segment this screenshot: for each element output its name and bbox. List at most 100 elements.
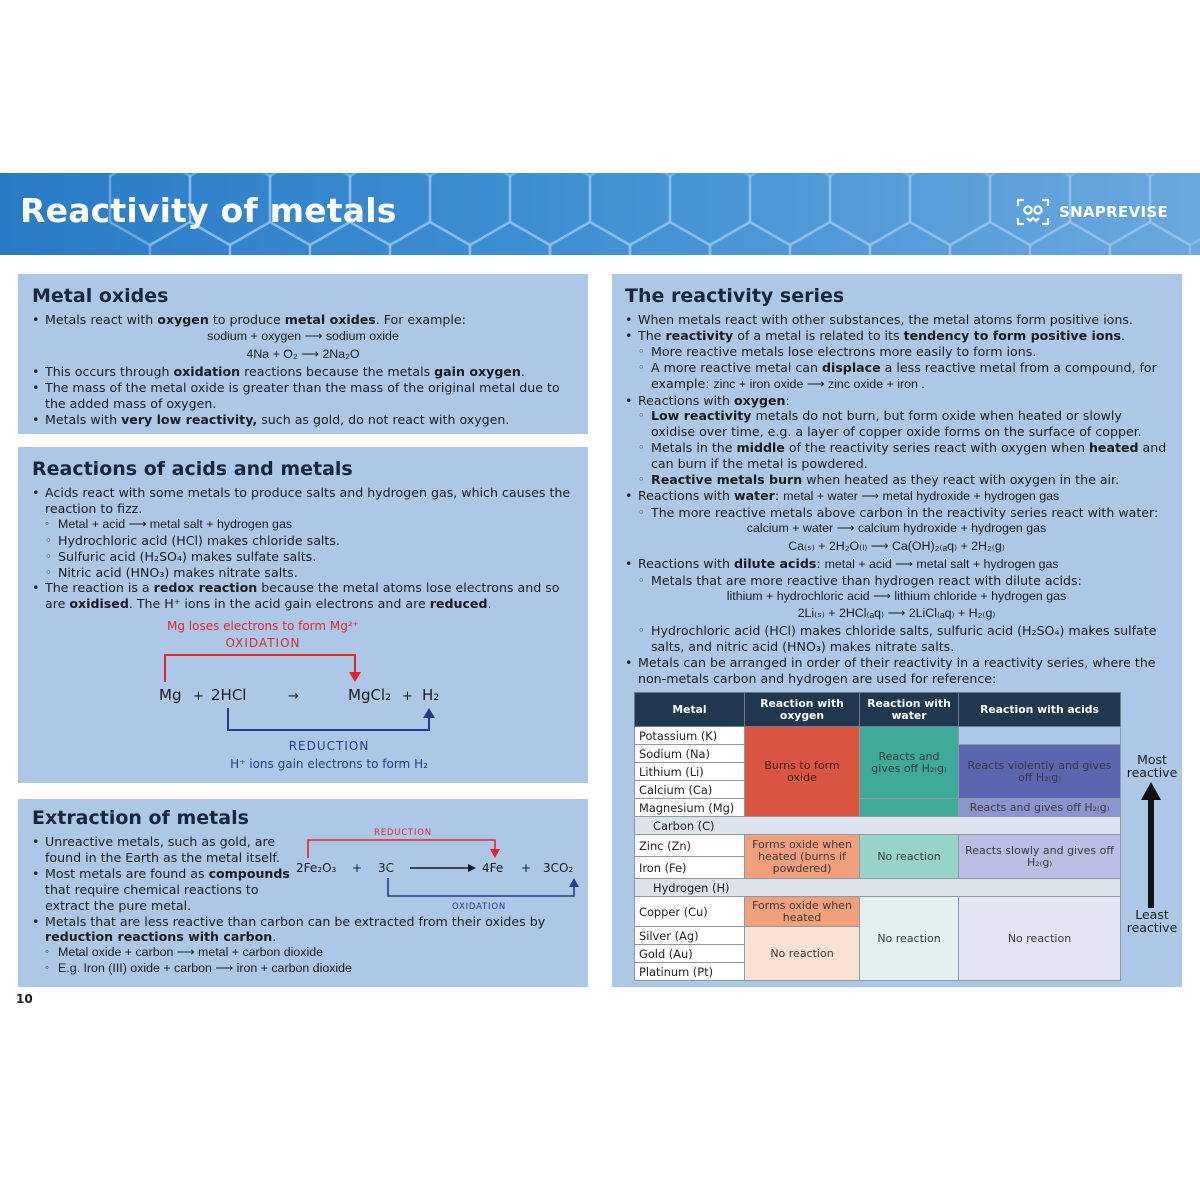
metal-cell: Platinum (Pt)	[634, 962, 745, 981]
reactivity-arrow-icon	[1141, 782, 1161, 908]
extraction-diagram: REDUCTION 2Fe₂O₃ + 3C 4Fe + 3CO₂ OXIDATI…	[296, 828, 579, 912]
symbol-equation: Ca₍ₛ₎ + 2H₂O₍ₗ₎ ⟶ Ca(OH)₂₍ₐq₎ + 2H₂₍g₎	[788, 538, 1005, 553]
reactivity-series-heading: The reactivity series	[625, 285, 845, 307]
symbol-equation: 4Na + O₂ ⟶ 2Na₂O	[246, 346, 360, 361]
table-row: Calcium (Ca)	[634, 780, 1121, 799]
acid-cell: Reacts and gives off H₂₍g₎	[958, 798, 1121, 817]
water-cell: No reaction	[859, 834, 959, 879]
redox-diagram: Mg loses electrons to form Mg²⁺ OXIDATIO…	[159, 619, 439, 771]
table-row: Zinc (Zn) Forms oxide when heated (burns…	[634, 834, 1121, 879]
acids-metals-panel: Reactions of acids and metals Acids reac…	[18, 447, 588, 783]
table-row: Hydrogen (H)	[634, 878, 1121, 897]
eq-hcl: 2HCl	[211, 686, 246, 704]
reduction-word: REDUCTION	[374, 828, 432, 838]
oxidation-arrow	[387, 878, 575, 897]
table-row: Sodium (Na) Reacts violently and gives o…	[634, 744, 1121, 799]
reference-row-carbon: Carbon (C)	[634, 816, 1121, 835]
bullet: The reaction is a redox reaction because…	[32, 580, 574, 612]
oxidation-word: OXIDATION	[452, 902, 506, 912]
metal-cell: Potassium (K)	[634, 726, 745, 745]
water-cell: No reaction	[859, 896, 959, 981]
bullet: This occurs through oxidation reactions …	[32, 364, 574, 380]
oxidation-arrowhead	[569, 878, 579, 887]
eq-iron: 4Fe	[482, 861, 503, 875]
eq-mg: Mg	[159, 686, 181, 704]
brand-logo: SNAPREVISE	[1015, 197, 1168, 227]
sub-bullet: Metals in the middle of the reactivity s…	[625, 440, 1168, 472]
oxygen-cell: Burns to form oxide	[744, 726, 860, 817]
col-header-acids: Reaction with acids	[958, 692, 1121, 727]
table-row: Magnesium (Mg) Reacts and gives off H₂₍g…	[634, 798, 1121, 817]
reactivity-table: Metal Reaction with oxygen Reaction with…	[634, 692, 1121, 981]
word-equation: calcium + water ⟶ calcium hydroxide + hy…	[746, 520, 1047, 535]
bullet: Metals react with oxygen to produce meta…	[32, 312, 574, 328]
most-reactive-label: Most reactive	[1126, 752, 1178, 780]
reduction-arrow	[307, 839, 496, 858]
metal-cell: Magnesium (Mg)	[634, 798, 745, 817]
oxygen-cell: Forms oxide when heated (burns if powder…	[744, 834, 860, 879]
sub-bullet: A more reactive metal can displace a les…	[625, 360, 1168, 393]
oxygen-cell: Forms oxide when heated	[744, 896, 860, 927]
eq-h2: H₂	[422, 686, 439, 704]
least-reactive-label: Least reactive	[1126, 907, 1178, 935]
extraction-panel: Extraction of metals Unreactive metals, …	[18, 799, 588, 987]
extraction-heading: Extraction of metals	[32, 807, 249, 829]
metal-cell: Calcium (Ca)	[634, 780, 745, 799]
acid-cell: Reacts violently and gives off H₂₍g₎	[958, 744, 1121, 799]
bullet: The mass of the metal oxide is greater t…	[32, 380, 574, 412]
col-header-oxygen: Reaction with oxygen	[744, 692, 860, 727]
table-row: Lithium (Li)	[634, 762, 1121, 781]
oxidation-arrowhead	[349, 672, 361, 682]
table-row: Potassium (K) Burns to form oxide Reacts…	[634, 726, 1121, 817]
table-row: Carbon (C)	[634, 816, 1121, 835]
sub-bullet: Sulfuric acid (H₂SO₄) makes sulfate salt…	[32, 549, 574, 565]
reference-row-hydrogen: Hydrogen (H)	[634, 878, 1121, 897]
sub-bullet: Hydrochloric acid (HCl) makes chloride s…	[32, 533, 574, 549]
eq-co2: 3CO₂	[543, 861, 573, 875]
bullet: The reactivity of a metal is related to …	[625, 328, 1168, 344]
table-row: Copper (Cu) Forms oxide when heated No r…	[634, 896, 1121, 981]
acid-cell: Reacts slowly and gives off H₂₍g₎	[958, 834, 1121, 879]
bullet: Acids react with some metals to produce …	[32, 485, 574, 517]
oxygen-cell: No reaction	[744, 926, 860, 981]
eq-plus: +	[521, 861, 531, 875]
eq-plus: +	[193, 689, 204, 704]
sub-bullet: Low reactivity metals do not burn, but f…	[625, 408, 1168, 440]
sub-bullet: Nitric acid (HNO₃) makes nitrate salts.	[32, 565, 574, 581]
metal-cell: Zinc (Zn)	[634, 834, 745, 857]
bullet: When metals react with other substances,…	[625, 312, 1168, 328]
word-equation: lithium + hydrochloric acid ⟶ lithium ch…	[726, 588, 1067, 603]
metal-cell: Copper (Cu)	[634, 896, 745, 927]
metal-cell: Lithium (Li)	[634, 762, 745, 781]
reduction-word: REDUCTION	[289, 739, 370, 753]
sub-bullet: The more reactive metals above carbon in…	[625, 505, 1168, 521]
sub-bullet: Metals that are more reactive than hydro…	[625, 573, 1168, 589]
eq-plus: +	[402, 689, 413, 704]
metal-cell: Iron (Fe)	[634, 856, 745, 879]
page-title: Reactivity of metals	[20, 191, 397, 230]
table-header-row: Metal Reaction with oxygen Reaction with…	[634, 692, 1121, 727]
metal-cell: Gold (Au)	[634, 944, 745, 963]
eq-arrowhead	[468, 864, 476, 872]
symbol-equation: 2Li₍ₛ₎ + 2HCl₍ₐq₎ ⟶ 2LiCl₍ₐq₎ + H₂₍g₎	[797, 606, 996, 621]
brand-name: SNAPREVISE	[1059, 203, 1168, 221]
reduction-arrowhead	[423, 708, 435, 718]
reduction-label: H⁺ ions gain electrons to form H₂	[230, 757, 428, 771]
blank-cell	[958, 726, 1121, 745]
metal-cell: Sodium (Na)	[634, 744, 745, 763]
bullet: Reactions with dilute acids: metal + aci…	[625, 556, 1168, 573]
word-equation: sodium + oxygen ⟶ sodium oxide	[207, 328, 399, 343]
bullet: Unreactive metals, such as gold, are fou…	[32, 834, 290, 866]
sub-bullet: Metal + acid ⟶ metal salt + hydrogen gas	[32, 517, 574, 533]
metal-oxides-panel: Metal oxides Metals react with oxygen to…	[18, 274, 588, 434]
col-header-metal: Metal	[634, 692, 745, 727]
sub-bullet: Metal oxide + carbon ⟶ metal + carbon di…	[32, 945, 574, 961]
bullet: Reactions with water: metal + water ⟶ me…	[625, 488, 1168, 505]
sub-bullet: Reactive metals burn when heated as they…	[625, 472, 1168, 488]
reduction-arrowhead	[490, 849, 500, 858]
eq-plus: +	[352, 861, 362, 875]
bullet: Reactions with oxygen:	[625, 393, 1168, 409]
water-cell	[859, 798, 959, 817]
sub-bullet: More reactive metals lose electrons more…	[625, 344, 1168, 360]
table-row: Iron (Fe)	[634, 856, 1121, 879]
